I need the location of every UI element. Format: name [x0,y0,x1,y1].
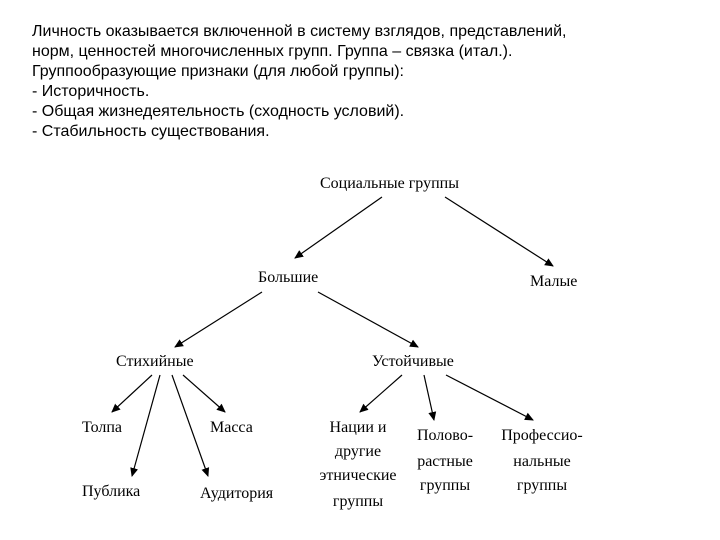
edge-stable-professional [445,374,534,421]
node-gender-line-2: растные [417,453,473,470]
edge-stable-gender [423,374,437,421]
node-large: Большие [258,269,318,286]
node-nations-line-4: группы [333,493,383,510]
node-audience: Аудитория [200,485,274,502]
intro-line: Группообразующие признаки (для любой гру… [32,63,404,80]
node-nations-line-2: другие [335,443,381,460]
node-spontaneous: Стихийные [116,353,194,370]
node-small: Малые [530,273,577,290]
edge-spontaneous-audience [171,374,210,477]
node-gender-line-3: группы [420,477,470,494]
node-social-groups: Социальные группы [320,175,459,192]
edge-root-small [444,196,554,267]
node-professional-line-2: нальные [513,453,571,470]
intro-line: - Историчность. [32,83,150,100]
intro-text: Личность оказывается включенной в систем… [32,22,692,142]
intro-line: - Общая жизнедеятельность (сходность усл… [32,103,405,120]
edge-spontaneous-public [130,374,161,477]
node-mass: Масса [210,419,253,436]
edge-large-spontaneous [174,291,263,348]
node-gender-line-1: Полово- [417,427,473,444]
node-stable: Устойчивые [372,353,454,370]
edge-stable-nations [359,374,403,413]
node-crowd: Толпа [82,419,122,436]
intro-line: - Стабильность существования. [32,123,270,140]
edge-large-stable [317,291,419,348]
intro-line: норм, ценностей многочисленных групп. Гр… [32,43,513,60]
node-public: Публика [82,483,140,500]
node-nations-line-3: этнические [319,467,396,484]
node-nations-line-1: Нации и [330,419,387,436]
edge-root-large [294,196,383,259]
intro-line: Личность оказывается включенной в систем… [32,23,567,40]
edge-spontaneous-mass [182,374,226,413]
node-professional-line-3: группы [517,477,567,494]
edge-spontaneous-crowd [111,374,153,413]
node-professional-line-1: Профессио- [501,427,583,444]
